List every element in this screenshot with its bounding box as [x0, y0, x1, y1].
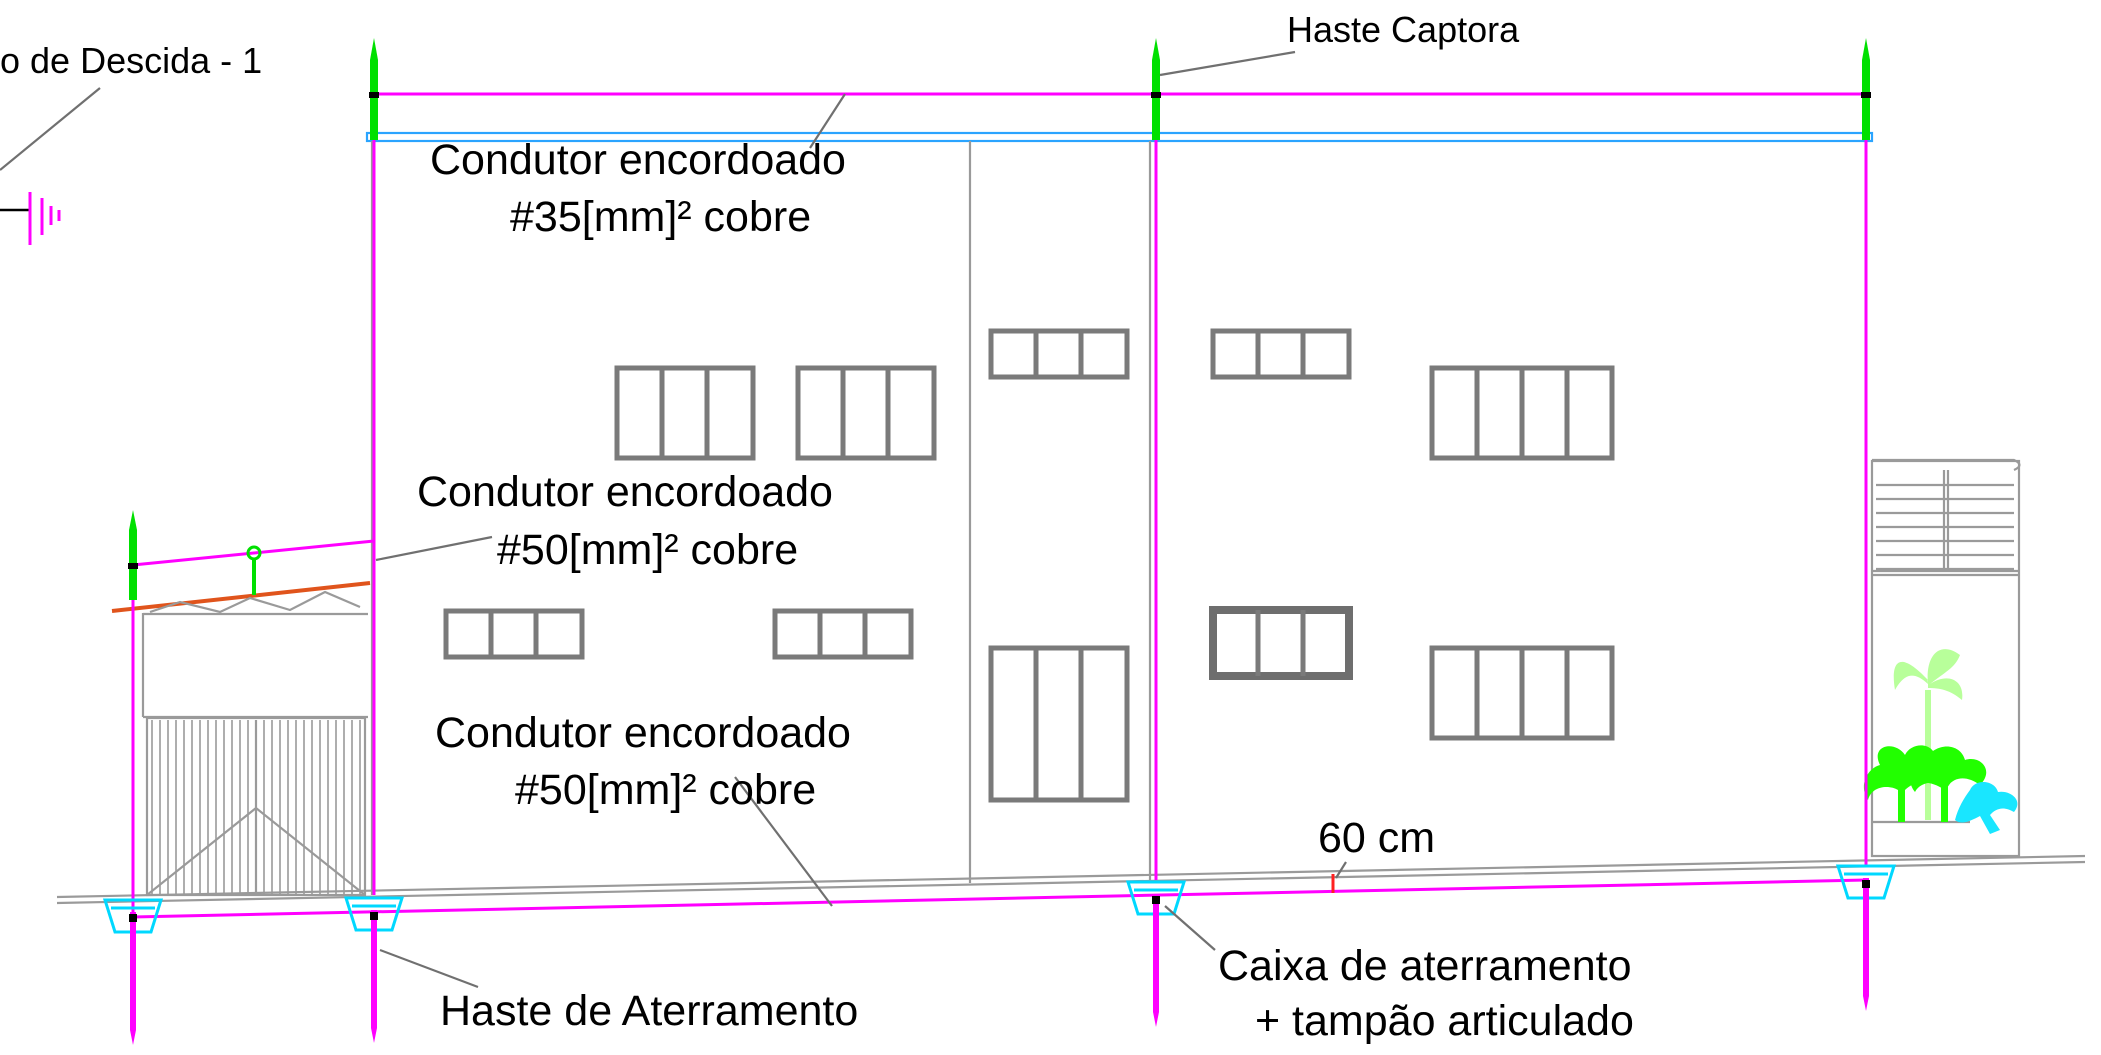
- window: [1429, 365, 1615, 461]
- window: [795, 365, 937, 461]
- ground-line: [56, 854, 2086, 905]
- window: [1429, 645, 1615, 741]
- ground-box-label-line2: + tampão articulado: [1255, 997, 1634, 1045]
- window: [988, 328, 1130, 380]
- grounding-rod-icon: [130, 912, 136, 1045]
- depth-label: 60 cm: [1318, 814, 1436, 862]
- grounding-rod-icon: [1153, 894, 1159, 1027]
- grounding-box-icon: [1835, 864, 1897, 900]
- window: [1209, 606, 1353, 680]
- conductor-50mm-buried: [132, 878, 1867, 919]
- rod-clamp: [370, 912, 378, 920]
- grounding-points: [102, 864, 1897, 1045]
- grounding-box-icon: [102, 898, 164, 934]
- air-terminal-rod-icon: [1861, 38, 1871, 140]
- rod-clamp: [1862, 880, 1870, 888]
- window: [1210, 328, 1352, 380]
- grounding-rod-icon: [371, 910, 377, 1043]
- conductor-50-upper-label-line2: #50[mm]² cobre: [497, 526, 799, 574]
- grounding-rod-icon: [1863, 878, 1869, 1011]
- conductor-50-lower-label-line2: #50[mm]² cobre: [515, 766, 817, 814]
- windows: [443, 328, 1615, 803]
- descent-label: o de Descida - 1: [0, 40, 263, 81]
- ground-rod-label: Haste de Aterramento: [440, 987, 859, 1035]
- right-annex: [1870, 458, 2021, 858]
- ground-box-label-line1: Caixa de aterramento: [1218, 942, 1632, 990]
- leader-lines: [0, 50, 1347, 989]
- conductor-50-lower-label-line1: Condutor encordoado: [435, 709, 851, 757]
- palm-tree-icon: [1955, 781, 2018, 834]
- roof-parapet: [365, 131, 1874, 143]
- conductor-50mm-down: [131, 94, 1868, 917]
- rod-clamp: [129, 914, 137, 922]
- rod-clamp: [1152, 896, 1160, 904]
- air-terminal-rod-icon: [369, 38, 379, 140]
- ground-symbol-icon: [0, 192, 61, 245]
- grounding-box-icon: [343, 896, 405, 932]
- air-terminal-rod-icon: [1151, 38, 1161, 140]
- window: [443, 608, 585, 660]
- palm-tree-icon: [1863, 745, 1987, 822]
- air-terminal-rod-icon: [246, 545, 262, 595]
- window: [772, 608, 914, 660]
- annex-roof: [111, 581, 371, 613]
- window: [988, 645, 1130, 803]
- air-terminal-label: Haste Captora: [1287, 9, 1520, 50]
- conductor-35-label-line1: Condutor encordoado: [430, 136, 846, 184]
- conductor-35-label-line2: #35[mm]² cobre: [510, 193, 812, 241]
- conductor-50-upper-label-line1: Condutor encordoado: [417, 468, 833, 516]
- left-annex: [111, 581, 371, 897]
- air-terminal-rod-icon: [128, 510, 138, 600]
- window: [614, 365, 756, 461]
